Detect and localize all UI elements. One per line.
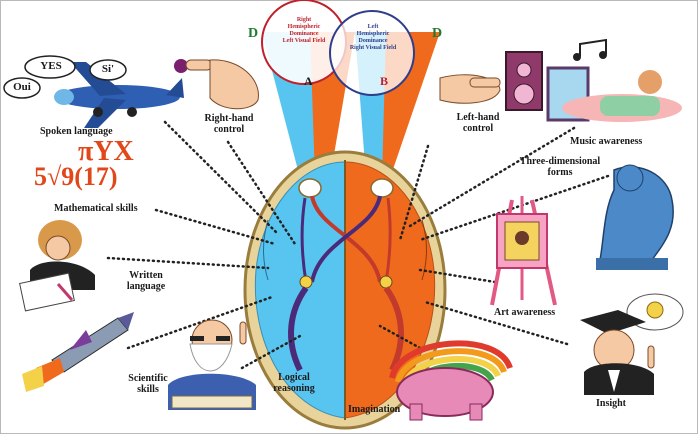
bearded-man-icon: [168, 320, 256, 410]
label-written-language: Written language: [118, 270, 174, 292]
thinker-statue-icon: [596, 165, 673, 270]
pointing-finger-icon-right-hand: [174, 59, 258, 109]
balloon-si: Si': [96, 64, 120, 75]
label-scientific-skills: Scientific skills: [120, 373, 176, 395]
label-insight: Insight: [596, 398, 626, 409]
label-right-hand-control: Right-hand control: [196, 113, 262, 135]
d-letter-right: D: [432, 28, 442, 39]
label-logical-reasoning: Logical reasoning: [264, 372, 324, 394]
balloon-oui: Oui: [8, 82, 36, 93]
label-music-awareness: Music awareness: [570, 136, 642, 147]
label-mathematical-skills: Mathematical skills: [54, 203, 138, 214]
label-b: B: [380, 76, 388, 87]
writing-person-icon: [20, 220, 95, 311]
label-a: A: [304, 76, 313, 87]
label-art-awareness: Art awareness: [494, 307, 555, 318]
left-dominance-text: Left Hemispheric Dominance Right Visual …: [342, 24, 404, 52]
label-spoken-language: Spoken language: [40, 126, 113, 137]
balloon-yes: YES: [36, 61, 66, 72]
easel-painting-icon: [492, 196, 555, 305]
music-listener-icon: [548, 40, 682, 122]
graduate-idea-icon: [580, 294, 683, 395]
label-three-dimensional-forms: Three-dimensional forms: [510, 156, 610, 178]
pointing-finger-icon-left-hand: [440, 75, 500, 103]
d-letter-left: D: [248, 28, 258, 39]
rainbow-pot-icon: [392, 343, 510, 420]
speaker-icon: [506, 52, 542, 110]
label-left-hand-control: Left-hand control: [448, 112, 508, 134]
math-line-2: 5√9(17): [34, 164, 118, 190]
right-dominance-text: Right Hemispheric Dominance Left Visual …: [274, 17, 334, 45]
label-imagination: Imagination: [348, 404, 400, 415]
rocket-icon: [22, 312, 134, 392]
